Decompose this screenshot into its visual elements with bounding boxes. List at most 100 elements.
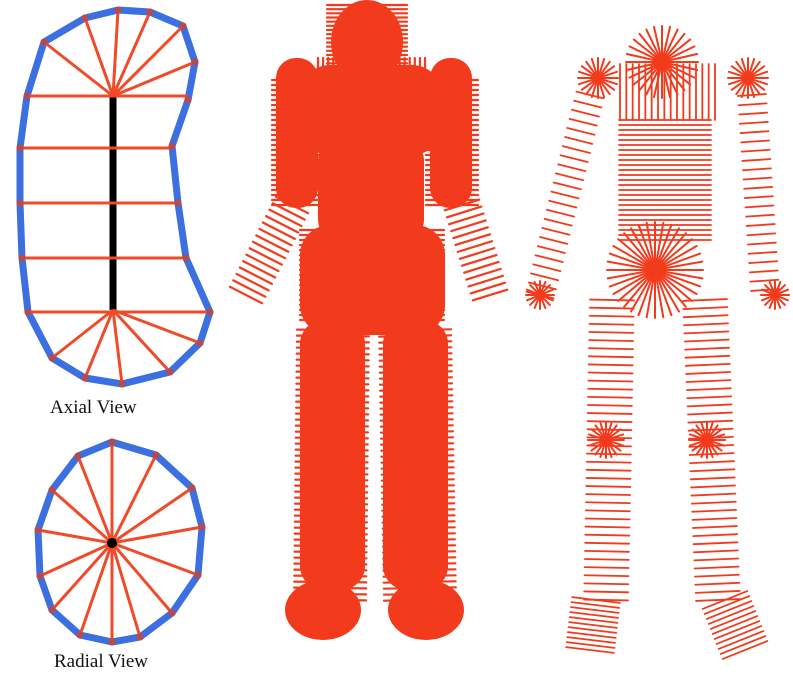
left-forearm-spikes xyxy=(237,274,269,290)
sparse-right-leg-spikes xyxy=(688,404,732,406)
radial-spoke xyxy=(112,455,156,543)
sparse-body-model xyxy=(526,26,789,659)
left-leg-spikes xyxy=(294,558,366,559)
left-leg-spikes xyxy=(294,588,366,589)
sparse-right-leg-spikes xyxy=(694,550,738,552)
right-leg-spikes xyxy=(380,395,452,396)
sparse-left-leg-spikes xyxy=(587,462,631,463)
sparse-right-leg-spikes xyxy=(685,348,729,350)
sparse-left-arm-spikes xyxy=(536,255,563,262)
right-leg-spikes xyxy=(381,437,453,438)
sparse-left-arm-spikes xyxy=(563,146,590,153)
right-leg-spikes xyxy=(381,443,453,444)
left-leg-spikes xyxy=(296,390,368,391)
sparse-right-arm-spikes xyxy=(745,205,773,207)
sparse-left-leg-spikes xyxy=(585,535,629,536)
sparse-left-leg-spikes xyxy=(587,470,631,471)
sparse-left-leg-spikes xyxy=(590,308,634,309)
sparse-left-arm-spikes xyxy=(558,164,585,171)
sparse-left-leg-spikes xyxy=(585,527,629,528)
sparse-left-leg-spikes xyxy=(590,324,634,325)
left-forearm-spikes xyxy=(266,216,298,232)
right-leg-spikes xyxy=(379,347,451,348)
sparse-right-arm-spikes xyxy=(741,131,769,133)
left-leg-spikes xyxy=(296,450,368,451)
right-leg-spikes xyxy=(382,509,454,510)
sparse-left-leg-spikes xyxy=(585,543,629,544)
right-leg-spikes xyxy=(383,539,455,540)
sparse-left-arm-spikes xyxy=(574,101,601,108)
right-leg-spikes xyxy=(380,389,452,390)
sparse-left-foot-spikes xyxy=(570,617,618,623)
left-leg-spikes xyxy=(296,426,368,427)
sparse-left-foot-spikes xyxy=(570,612,618,618)
axial-joint xyxy=(41,39,48,46)
sparse-left-leg-spikes xyxy=(584,583,628,584)
left-leg-spikes xyxy=(295,546,367,547)
sparse-left-arm-spikes xyxy=(542,228,569,235)
sparse-right-leg-spikes xyxy=(695,575,739,577)
axial-top-spoke xyxy=(113,26,183,96)
radial-joint xyxy=(199,524,206,531)
left-leg-spikes xyxy=(295,540,367,541)
sparse-right-arm-spikes xyxy=(748,243,776,245)
sparse-left-foot-spikes xyxy=(572,602,620,608)
sparse-right-arm-spikes xyxy=(747,233,775,235)
sparse-left-leg-spikes xyxy=(586,502,630,503)
radial-joint xyxy=(77,632,84,639)
sparse-left-arm-spikes xyxy=(545,219,572,226)
radial-spoke xyxy=(52,543,112,610)
sparse-right-leg-spikes xyxy=(691,477,735,479)
sparse-right-leg-spikes xyxy=(690,469,734,471)
axial-joint xyxy=(49,355,56,362)
left-leg-spikes xyxy=(296,384,368,385)
sparse-right-leg-spikes xyxy=(695,583,739,585)
left-forearm-spikes xyxy=(256,235,288,251)
sparse-left-foot-spikes xyxy=(569,627,617,633)
left-forearm-spikes xyxy=(263,223,295,239)
axial-joint xyxy=(207,309,214,316)
right-leg-spikes xyxy=(381,455,453,456)
sparse-right-arm-spikes xyxy=(742,159,770,161)
left-forearm-spikes xyxy=(240,268,272,284)
right-leg-spikes xyxy=(380,359,452,360)
left-leg-spikes xyxy=(297,330,369,331)
axial-joint xyxy=(17,145,24,152)
left-leg-spikes xyxy=(294,600,366,601)
sparse-left-arm-spikes xyxy=(576,92,603,99)
radial-joint xyxy=(37,573,44,580)
radial-view-caption: Radial View xyxy=(54,651,148,673)
sparse-left-arm-spikes xyxy=(551,192,578,199)
sparse-left-leg-spikes xyxy=(584,591,628,592)
sparse-right-arm-spikes xyxy=(744,178,772,180)
right-leg-spikes xyxy=(382,515,454,516)
right-leg-spikes xyxy=(380,377,452,378)
sparse-right-leg-spikes xyxy=(685,356,729,358)
sparse-left-arm-spikes xyxy=(538,246,565,253)
sparse-right-leg-spikes xyxy=(691,486,735,488)
left-leg-spikes xyxy=(295,522,367,523)
sparse-left-leg-spikes xyxy=(586,510,630,511)
sparse-left-leg-spikes xyxy=(584,575,628,576)
sparse-left-leg-spikes xyxy=(588,413,632,414)
sparse-left-arm-spikes xyxy=(533,264,560,271)
sparse-right-leg-spikes xyxy=(693,526,737,528)
sparse-right-leg-spikes xyxy=(687,388,731,390)
right-leg-spikes xyxy=(383,545,455,546)
left-leg-spikes xyxy=(295,474,367,475)
sparse-right-leg-spikes xyxy=(686,372,730,374)
left-forearm-spikes xyxy=(246,255,278,271)
axial-bottom-spoke xyxy=(113,310,122,384)
right-leg-spikes xyxy=(384,581,456,582)
left-forearm-spikes xyxy=(243,261,275,277)
axial-joint xyxy=(185,97,192,104)
sparse-right-leg-spikes xyxy=(694,542,738,544)
sparse-right-leg-spikes xyxy=(693,534,737,536)
left-leg-spikes xyxy=(295,528,367,529)
left-leg-spikes xyxy=(294,576,366,577)
sparse-right-leg-spikes xyxy=(683,307,727,309)
sparse-left-leg-spikes xyxy=(585,567,629,568)
right-leg-spikes xyxy=(383,563,455,564)
axial-joint xyxy=(147,9,154,16)
left-leg-spikes xyxy=(296,444,368,445)
